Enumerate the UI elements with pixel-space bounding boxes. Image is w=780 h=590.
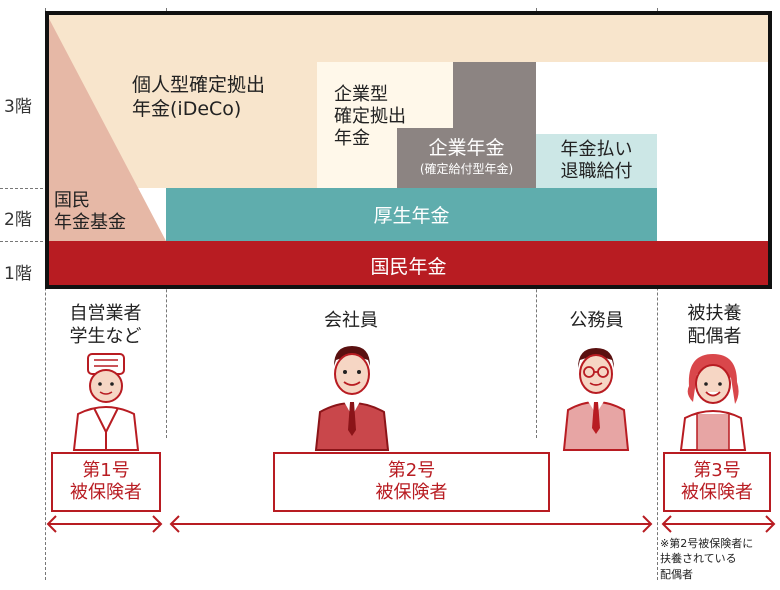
spouse-footnote: ※第2号被保険者に 扶養されている 配偶者	[660, 537, 754, 581]
floor-divider-2-1	[0, 241, 48, 242]
guide-line-1	[45, 8, 46, 580]
first-insured-box: 第1号 被保険者	[51, 452, 161, 512]
category-civil-servant: 公務員	[569, 310, 624, 331]
category-self-employed: 自営業者 学生など	[69, 303, 142, 347]
glasses-man-figure-icon	[562, 348, 630, 451]
woman-figure-icon	[679, 354, 747, 451]
nenkin-barai-block	[536, 134, 657, 188]
floor-2-label: 2階	[4, 210, 32, 230]
range-arrows	[46, 515, 776, 533]
kosei-nenkin-label: 厚生年金	[373, 205, 450, 227]
kigyo-nenkin-title: 企業年金	[428, 137, 505, 159]
pension-frame	[45, 11, 772, 289]
businessman-figure-icon	[314, 346, 390, 451]
white-block-spouse	[657, 62, 772, 241]
second-range-arrow-left	[169, 515, 180, 533]
first-range-arrow-right	[152, 515, 163, 533]
first-range-arrow-left	[46, 515, 57, 533]
kokumin-nenkin-block	[45, 241, 772, 289]
second-insured-box: 第2号 被保険者	[273, 452, 550, 512]
kokumin-kikin-label: 国民 年金基金	[54, 190, 126, 233]
category-spouse: 被扶養 配偶者	[687, 303, 742, 347]
kigyo-nenkin-block-upper	[453, 62, 536, 128]
floor-divider-3-2	[0, 188, 48, 189]
kokumin-nenkin-label: 国民年金	[370, 255, 447, 278]
floor-3-label: 3階	[4, 97, 32, 117]
kigyo-nenkin-subtitle: (確定給付型年金)	[419, 162, 514, 176]
kigyogata-label: 企業型 確定拠出 年金	[334, 84, 406, 149]
third-insured-box: 第3号 被保険者	[663, 452, 771, 512]
kigyo-nenkin-block-lower	[397, 128, 536, 188]
second-range-arrow-right	[642, 515, 653, 533]
ideco-label: 個人型確定拠出 年金(iDeCo)	[132, 74, 266, 120]
kosei-nenkin-block	[166, 188, 657, 241]
chef-figure-icon	[72, 353, 140, 451]
third-range-arrow-left	[661, 515, 672, 533]
category-employee: 会社員	[324, 310, 378, 331]
nenkin-barai-label: 年金払い 退職給付	[560, 138, 633, 183]
kigyo-nenkin-label: 企業年金 (確定給付型年金)	[397, 133, 536, 177]
third-range-arrow-right	[765, 515, 776, 533]
kokumin-kikin-triangle	[45, 11, 166, 241]
guide-line-4	[657, 8, 658, 580]
white-block-civil	[536, 62, 657, 134]
floor-1-label: 1階	[4, 264, 32, 284]
